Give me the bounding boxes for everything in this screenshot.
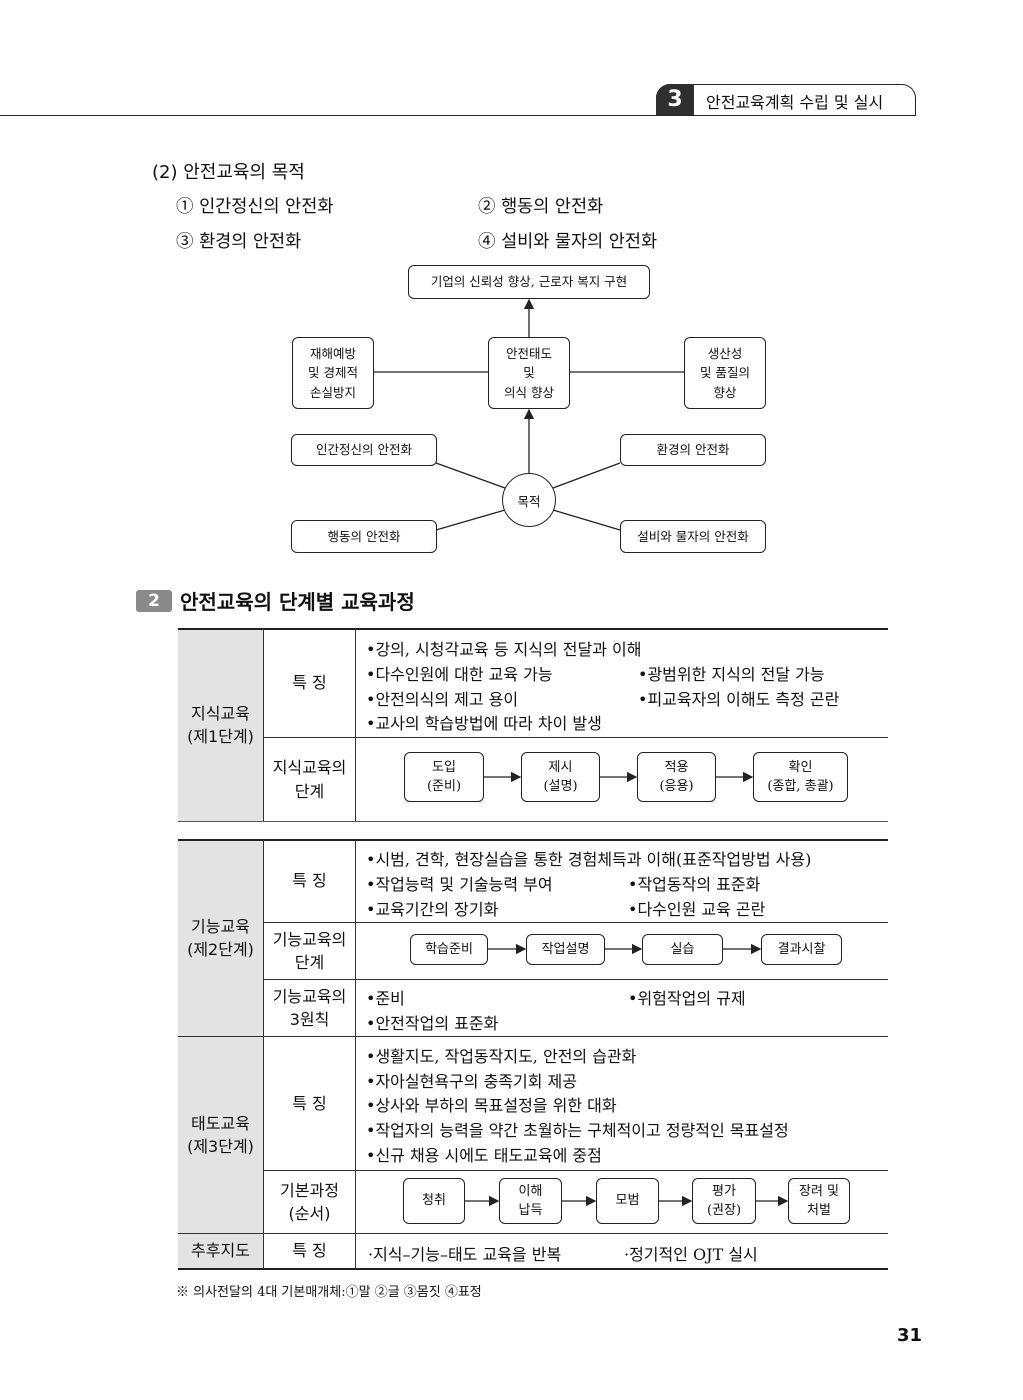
knowledge-feature-5: •피교육자의 이해도 측정 곤란 bbox=[638, 690, 840, 709]
diagram-environment-box: 환경의 안전화 bbox=[620, 434, 766, 466]
knowledge-feature-6: •교사의 학습방법에 따라 차이 발생 bbox=[366, 714, 602, 733]
skill-step-inspect: 결과시찰 bbox=[761, 934, 842, 965]
attitude-stage-cell: 태도교육(제3단계) bbox=[178, 1037, 263, 1233]
knowledge-feature-label: 특 징 bbox=[292, 673, 327, 693]
attitude-feature-4: •작업자의 능력을 약간 초월하는 구체적이고 정량적인 목표설정 bbox=[366, 1121, 789, 1140]
skill-principle-3: •안전작업의 표준화 bbox=[366, 1014, 499, 1033]
skill-feature-5: •다수인원 교육 곤란 bbox=[628, 900, 766, 919]
knowledge-step-confirm: 확인(종합, 총괄) bbox=[753, 752, 848, 802]
diagram-equipment-box: 설비와 물자의 안전화 bbox=[620, 520, 766, 553]
skill-step-prepare: 학습준비 bbox=[410, 934, 488, 965]
attitude-feature-5: •신규 채용 시에도 태도교육에 중점 bbox=[366, 1146, 602, 1165]
followup-item-2: ·정기적인 OJT 실시 bbox=[624, 1245, 758, 1264]
knowledge-feature-2: •다수인원에 대한 교육 가능 bbox=[366, 665, 553, 684]
page-number: 31 bbox=[897, 1325, 923, 1346]
diagram-behavior-box: 행동의 안전화 bbox=[291, 520, 437, 553]
section-number: 2 bbox=[136, 590, 172, 612]
skill-feature-4: •교육기간의 장기화 bbox=[366, 900, 499, 919]
attitude-feature-1: •생활지도, 작업동작지도, 안전의 습관화 bbox=[366, 1047, 637, 1066]
attitude-step-model: 모범 bbox=[596, 1178, 659, 1224]
chapter-tab bbox=[656, 84, 916, 116]
attitude-step-listen: 청취 bbox=[403, 1178, 465, 1224]
followup-stage-cell: 추후지도 bbox=[178, 1234, 263, 1268]
attitude-feature-2: •자아실현욕구의 충족기회 제공 bbox=[366, 1072, 577, 1091]
purpose-item-1: ① 인간정신의 안전화 bbox=[176, 197, 334, 217]
section-title: 안전교육의 단계별 교육과정 bbox=[180, 590, 415, 614]
knowledge-step-intro: 도입(준비) bbox=[404, 752, 484, 802]
skill-principle-1: •준비 bbox=[366, 989, 405, 1008]
chapter-title: 안전교육계획 수립 및 실시 bbox=[706, 93, 884, 112]
header-rule bbox=[0, 115, 916, 116]
knowledge-step-present: 제시(설명) bbox=[521, 752, 600, 802]
diagram-purpose-circle: 목적 bbox=[502, 473, 556, 527]
skill-feature-1: •시범, 견학, 현장실습을 통한 경험체득과 이해(표준작업방법 사용) bbox=[366, 850, 812, 869]
attitude-feature-3: •상사와 부하의 목표설정을 위한 대화 bbox=[366, 1096, 617, 1115]
attitude-process-label: 기본과정(순서) bbox=[280, 1180, 339, 1223]
knowledge-feature-3: •광범위한 지식의 전달 가능 bbox=[638, 665, 825, 684]
chapter-number: 3 bbox=[656, 84, 694, 116]
purpose-item-2: ② 행동의 안전화 bbox=[478, 197, 604, 217]
skill-step-explain: 작업설명 bbox=[526, 934, 605, 965]
knowledge-feature-4: •안전의식의 제고 용이 bbox=[366, 690, 519, 709]
diagram-human-box: 인간정신의 안전화 bbox=[291, 434, 437, 466]
attitude-feature-label: 특 징 bbox=[292, 1093, 327, 1113]
knowledge-feature-1: •강의, 시청각교육 등 지식의 전달과 이해 bbox=[366, 640, 642, 659]
skill-feature-3: •작업동작의 표준화 bbox=[628, 875, 761, 894]
followup-item-1: ·지식–기능–태도 교육을 반복 bbox=[368, 1245, 562, 1264]
followup-feature-label: 특 징 bbox=[292, 1241, 327, 1261]
knowledge-stage-cell: 지식교육(제1단계) bbox=[178, 629, 263, 821]
knowledge-step-apply: 적용(응용) bbox=[637, 752, 716, 802]
skill-feature-label: 특 징 bbox=[292, 871, 327, 891]
skill-feature-2: •작업능력 및 기술능력 부여 bbox=[366, 875, 553, 894]
skill-stage-cell: 기능교육(제2단계) bbox=[178, 840, 263, 1036]
purpose-heading: (2) 안전교육의 목적 bbox=[152, 162, 305, 183]
diagram-top-box: 기업의 신뢰성 향상, 근로자 복지 구현 bbox=[408, 265, 650, 299]
skill-principle-2: •위험작업의 규제 bbox=[628, 989, 746, 1008]
footnote: ※ 의사전달의 4대 기본매개체:①말 ②글 ③몸짓 ④표정 bbox=[176, 1285, 482, 1300]
skill-step-practice: 실습 bbox=[642, 934, 723, 965]
purpose-item-4: ④ 설비와 물자의 안전화 bbox=[478, 232, 658, 252]
purpose-item-3: ③ 환경의 안전화 bbox=[176, 232, 302, 252]
attitude-step-evaluate: 평가(권장) bbox=[692, 1178, 756, 1224]
